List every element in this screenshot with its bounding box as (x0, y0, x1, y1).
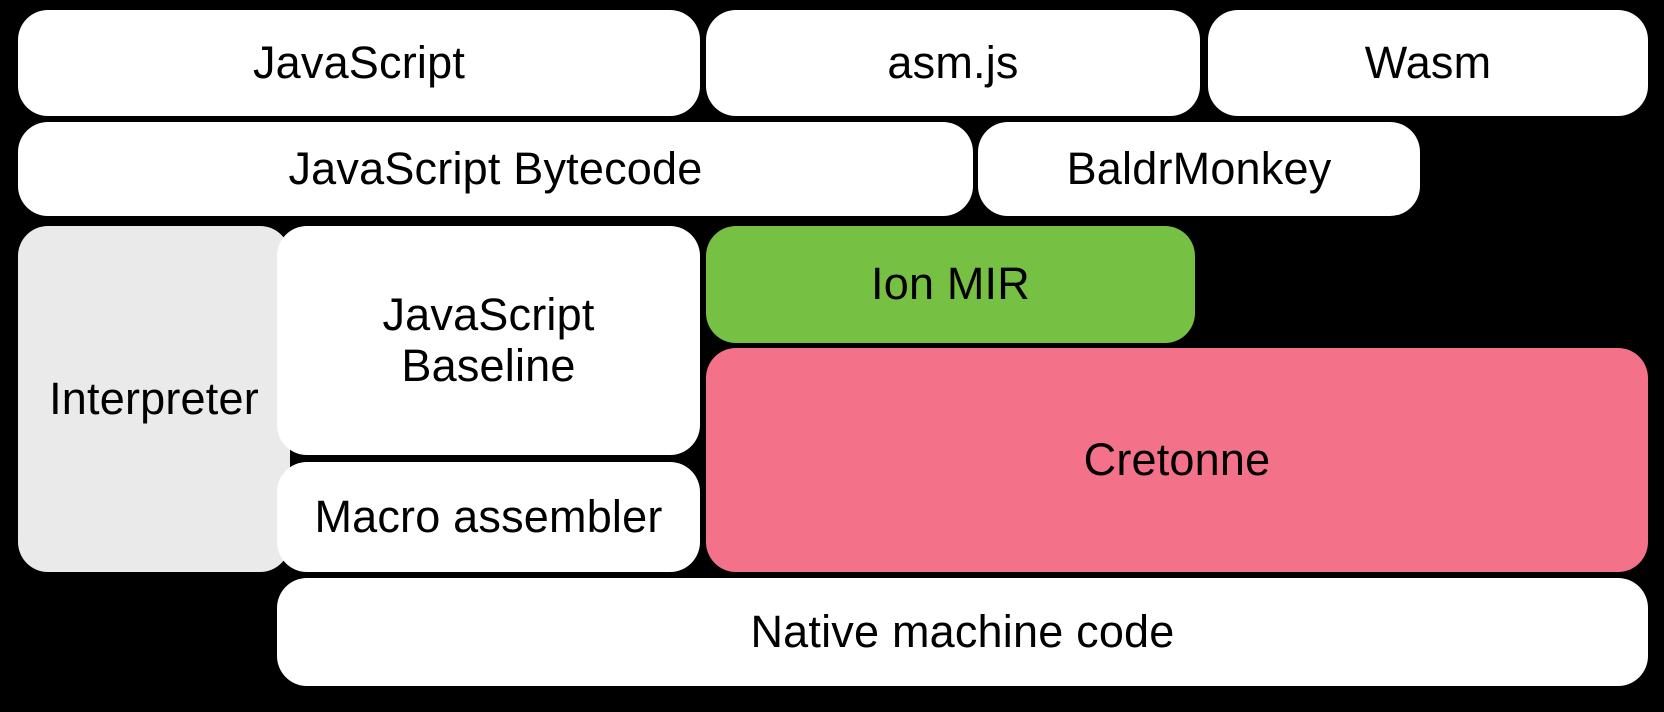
node-baldrmonkey: BaldrMonkey (978, 122, 1420, 216)
node-javascript: JavaScript (18, 10, 700, 116)
node-cretonne: Cretonne (706, 348, 1648, 572)
node-asm-js: asm.js (706, 10, 1200, 116)
node-macro-assembler: Macro assembler (277, 462, 700, 572)
node-javascript-bytecode: JavaScript Bytecode (18, 122, 973, 216)
node-interpreter: Interpreter (18, 226, 290, 572)
node-native-machine-code: Native machine code (277, 578, 1648, 686)
node-javascript-baseline: JavaScript Baseline (277, 226, 700, 455)
node-wasm: Wasm (1208, 10, 1648, 116)
node-ion-mir: Ion MIR (706, 226, 1195, 343)
